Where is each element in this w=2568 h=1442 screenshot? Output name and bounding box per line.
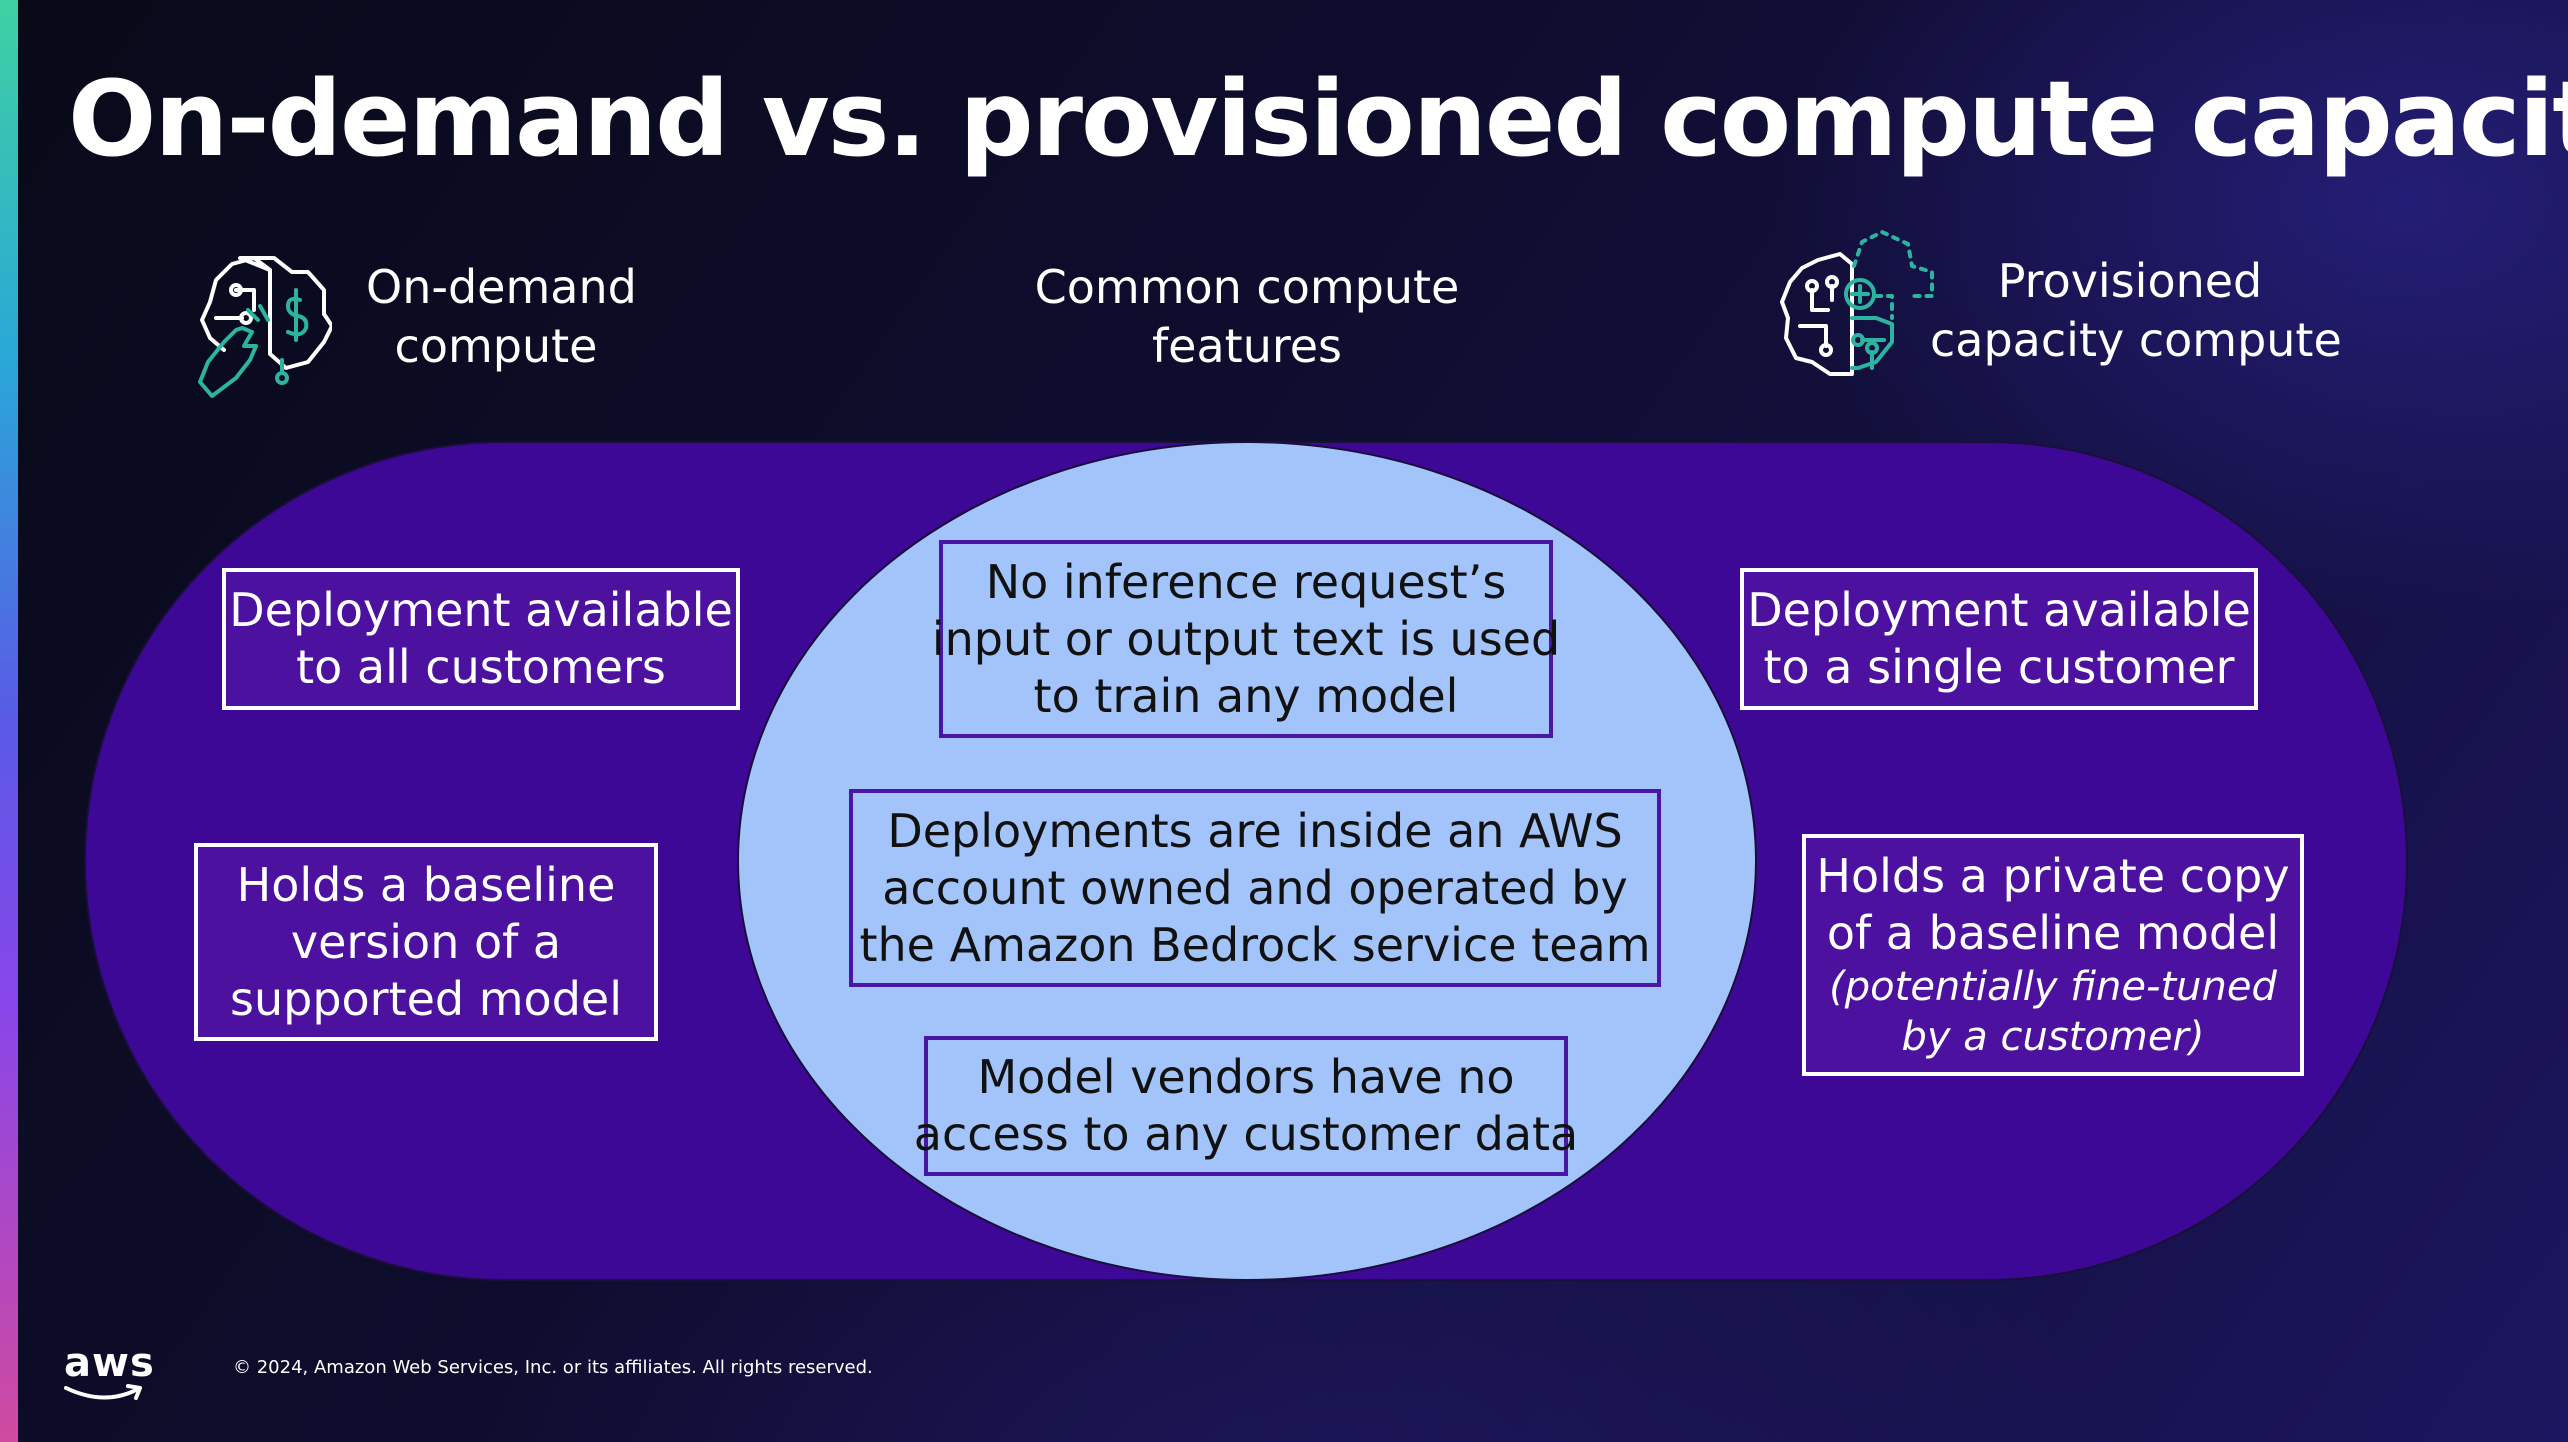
box-line: supported model [230, 971, 622, 1026]
box-line: of a baseline model [1826, 906, 2280, 960]
provisioned-box-private-copy: Holds a private copy of a baseline model… [1802, 834, 2304, 1076]
box-line: Deployment available [229, 583, 733, 637]
brain-circuit-plus-icon [1780, 230, 1934, 376]
box-line: version of a [290, 914, 562, 969]
common-heading-line1: Common compute [1034, 260, 1460, 314]
slide-title: On-demand vs. provisioned compute capaci… [68, 58, 2568, 180]
box-line: to train any model [1033, 668, 1459, 723]
common-box-vendor-access: Model vendors have no access to any cust… [914, 1036, 1578, 1176]
on-demand-box-baseline: Holds a baseline version of a supported … [194, 843, 658, 1041]
box-line: Holds a private copy [1816, 849, 2290, 903]
box-line: Holds a baseline [236, 857, 616, 912]
accent-bar [0, 0, 18, 1442]
box-line: access to any customer data [913, 1107, 1579, 1161]
provisioned-heading-line1: Provisioned [1997, 254, 2263, 308]
provisioned-box-deployment: Deployment available to a single custome… [1740, 568, 2258, 710]
box-line: Deployments are inside an AWS [887, 803, 1623, 858]
box-line: No inference request’s [985, 554, 1507, 609]
provisioned-heading-line2: capacity compute [1930, 313, 2342, 367]
on-demand-heading-line2: compute [394, 319, 598, 373]
common-box-aws-account: Deployments are inside an AWS account ow… [849, 789, 1661, 987]
box-line: Deployment available [1747, 583, 2251, 637]
on-demand-heading: On-demand compute [366, 258, 637, 376]
common-heading-line2: features [1151, 319, 1343, 373]
copyright-text: © 2024, Amazon Web Services, Inc. or its… [233, 1357, 873, 1378]
box-italic-line: (potentially fine-tuned [1829, 964, 2277, 1010]
box-line: the Amazon Bedrock service team [859, 917, 1651, 972]
box-line: to a single customer [1763, 640, 2235, 694]
aws-smile-icon [64, 1384, 142, 1400]
brain-dollar-hand-icon [198, 256, 332, 398]
box-line: to all customers [296, 640, 666, 694]
box-line: input or output text is used [931, 611, 1561, 666]
box-line: Model vendors have no [977, 1050, 1515, 1104]
common-box-no-training: No inference request’s input or output t… [932, 540, 1560, 738]
on-demand-box-deployment: Deployment available to all customers [222, 568, 740, 710]
on-demand-heading-line1: On-demand [366, 260, 637, 314]
common-heading: Common compute features [1020, 258, 1474, 376]
box-line: account owned and operated by [882, 860, 1628, 915]
provisioned-heading: Provisioned capacity compute [1930, 252, 2342, 370]
aws-logo-text: aws [64, 1340, 155, 1386]
box-italic-line: by a customer) [1901, 1014, 2205, 1060]
aws-logo: aws [64, 1340, 155, 1400]
